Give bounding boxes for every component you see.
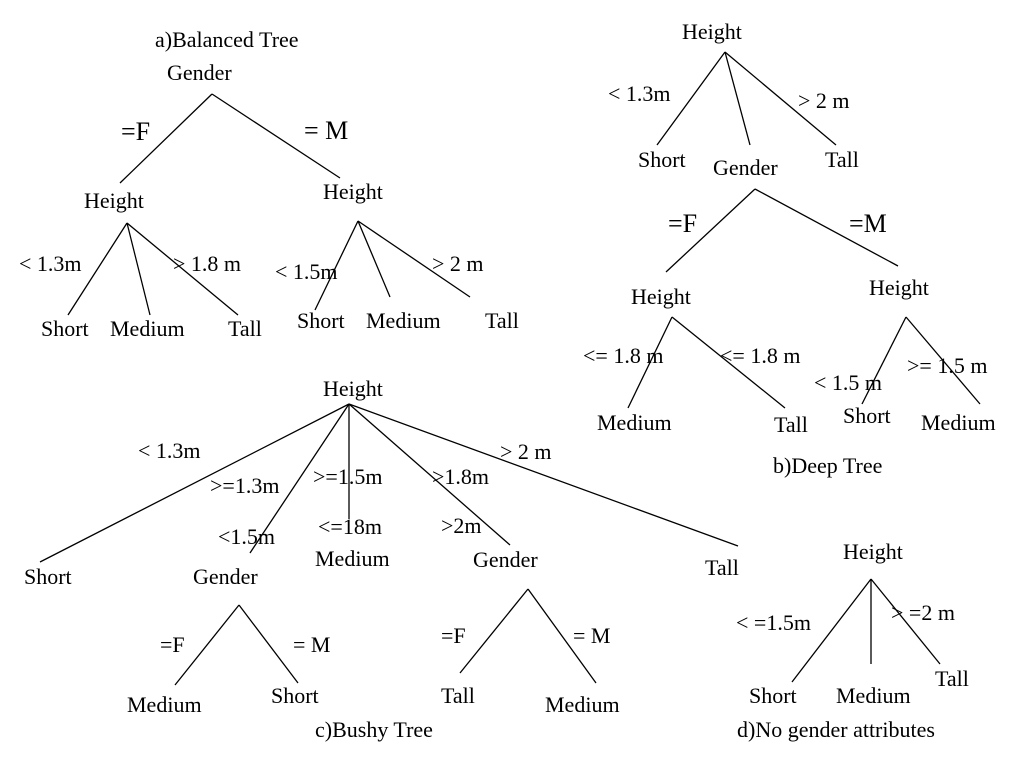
deep-edge-f-label: =F — [668, 209, 697, 238]
bushy-g1-leaf-short: Short — [271, 683, 319, 708]
bushy-edge-ge15-label: >=1.5m — [313, 464, 382, 489]
deep-gender-node: Gender — [713, 155, 778, 180]
bushy-edge-gt2a-label: >2m — [441, 513, 482, 538]
bushy-g2-edge-m — [527, 588, 597, 684]
bushy-g1-edge-f-label: =F — [160, 632, 185, 657]
balanced-left-edge-2 — [126, 222, 151, 316]
balanced-right-edge-1 — [314, 220, 359, 311]
deep-left-edge-1 — [627, 316, 673, 409]
balanced-left-leaf-tall: Tall — [228, 316, 262, 341]
bushy-g1-edge-m — [238, 604, 299, 684]
bushy-tree-caption: c)Bushy Tree — [315, 717, 433, 742]
balanced-right-height-node: Height — [323, 179, 383, 204]
deep-right-leaf-medium: Medium — [921, 410, 996, 435]
deep-tree-caption: b)Deep Tree — [773, 453, 882, 478]
bushy-tree: Height < 1.3m >=1.3m <1.5m >=1.5m <=18m … — [24, 376, 739, 742]
deep-right-edge-a-label: < 1.5 m — [814, 370, 882, 395]
balanced-left-edge-lt-label: < 1.3m — [19, 251, 82, 276]
balanced-right-edge-3 — [357, 220, 471, 298]
no-gender-tree: Height < =1.5m > =2 m Short Medium Tall … — [736, 539, 969, 742]
bushy-edge-le18-label: <=18m — [318, 514, 382, 539]
nogender-leaf-short: Short — [749, 683, 797, 708]
deep-root-edge-1 — [656, 51, 726, 146]
balanced-left-leaf-medium: Medium — [110, 316, 185, 341]
deep-root-edge-3 — [724, 51, 837, 146]
balanced-left-edge-3 — [126, 222, 239, 316]
bushy-leaf-medium: Medium — [315, 546, 390, 571]
deep-tree: Height < 1.3m > 2 m Short Gender Tall =F… — [583, 19, 996, 478]
balanced-left-edge-1 — [67, 222, 128, 316]
deep-right-edge-2 — [905, 316, 981, 405]
balanced-right-edge-lt-label: < 1.5m — [275, 259, 338, 284]
balanced-right-edge-2 — [357, 220, 391, 298]
bushy-g1-edge-m-label: = M — [293, 632, 330, 657]
balanced-left-edge-gt-label: > 1.8 m — [173, 251, 241, 276]
nogender-tree-caption: d)No gender attributes — [737, 717, 935, 742]
balanced-root-node: Gender — [167, 60, 232, 85]
bushy-root-node: Height — [323, 376, 383, 401]
nogender-leaf-tall: Tall — [935, 666, 969, 691]
balanced-right-leaf-short: Short — [297, 308, 345, 333]
balanced-tree-caption: a)Balanced Tree — [155, 27, 299, 52]
bushy-edge-4 — [348, 403, 511, 546]
deep-left-edge-a-label: <= 1.8 m — [583, 343, 663, 368]
bushy-g1-leaf-medium: Medium — [127, 692, 202, 717]
nogender-edge-lt-label: < =1.5m — [736, 610, 811, 635]
bushy-gender-node-2: Gender — [473, 547, 538, 572]
deep-edge-gt-label: > 2 m — [798, 88, 850, 113]
balanced-right-leaf-medium: Medium — [366, 308, 441, 333]
bushy-edge-1 — [39, 403, 350, 563]
balanced-tree: a)Balanced Tree Gender =F = M Height < 1… — [19, 27, 519, 341]
nogender-leaf-medium: Medium — [836, 683, 911, 708]
bushy-edge-lt15-label: <1.5m — [218, 524, 275, 549]
deep-left-leaf-medium: Medium — [597, 410, 672, 435]
balanced-edge-f — [119, 93, 213, 184]
balanced-edge-m-label: = M — [304, 116, 348, 145]
nogender-edge-gt-label: > =2 m — [891, 600, 955, 625]
deep-right-edge-b-label: >= 1.5 m — [907, 353, 987, 378]
bushy-gender-node-1: Gender — [193, 564, 258, 589]
deep-leaf-tall: Tall — [825, 147, 859, 172]
deep-gender-edge-f — [665, 188, 756, 273]
bushy-edge-ge13-label: >=1.3m — [210, 473, 279, 498]
deep-left-edge-b-label: <= 1.8 m — [720, 343, 800, 368]
bushy-g2-leaf-medium: Medium — [545, 692, 620, 717]
bushy-g2-edge-m-label: = M — [573, 623, 610, 648]
bushy-edge-lt13-label: < 1.3m — [138, 438, 201, 463]
balanced-left-height-node: Height — [84, 188, 144, 213]
balanced-left-leaf-short: Short — [41, 316, 89, 341]
deep-edge-lt-label: < 1.3m — [608, 81, 671, 106]
bushy-edge-2 — [249, 403, 350, 554]
deep-root-node: Height — [682, 19, 742, 44]
deep-leaf-short: Short — [638, 147, 686, 172]
nogender-edge-3 — [870, 578, 941, 665]
balanced-right-leaf-tall: Tall — [485, 308, 519, 333]
deep-right-height-node: Height — [869, 275, 929, 300]
balanced-edge-m — [211, 93, 341, 179]
deep-right-leaf-short: Short — [843, 403, 891, 428]
bushy-leaf-tall: Tall — [705, 555, 739, 580]
bushy-g2-leaf-tall: Tall — [441, 683, 475, 708]
bushy-edge-5 — [348, 403, 739, 547]
bushy-edge-gt2-label: > 2 m — [500, 439, 552, 464]
bushy-g2-edge-f-label: =F — [441, 623, 466, 648]
deep-right-edge-1 — [861, 316, 907, 405]
deep-left-edge-2 — [671, 316, 786, 409]
bushy-g1-edge-f — [174, 604, 240, 686]
bushy-leaf-short: Short — [24, 564, 72, 589]
deep-root-edge-2 — [724, 51, 751, 146]
nogender-root-node: Height — [843, 539, 903, 564]
balanced-right-edge-gt-label: > 2 m — [432, 251, 484, 276]
nogender-edge-1 — [791, 578, 872, 683]
balanced-edge-f-label: =F — [121, 117, 150, 146]
bushy-edge-gt18-label: >1.8m — [432, 464, 489, 489]
deep-edge-m-label: =M — [849, 209, 887, 238]
bushy-g2-edge-f — [459, 588, 529, 674]
deep-left-leaf-tall: Tall — [774, 412, 808, 437]
deep-left-height-node: Height — [631, 284, 691, 309]
deep-gender-edge-m — [754, 188, 899, 267]
